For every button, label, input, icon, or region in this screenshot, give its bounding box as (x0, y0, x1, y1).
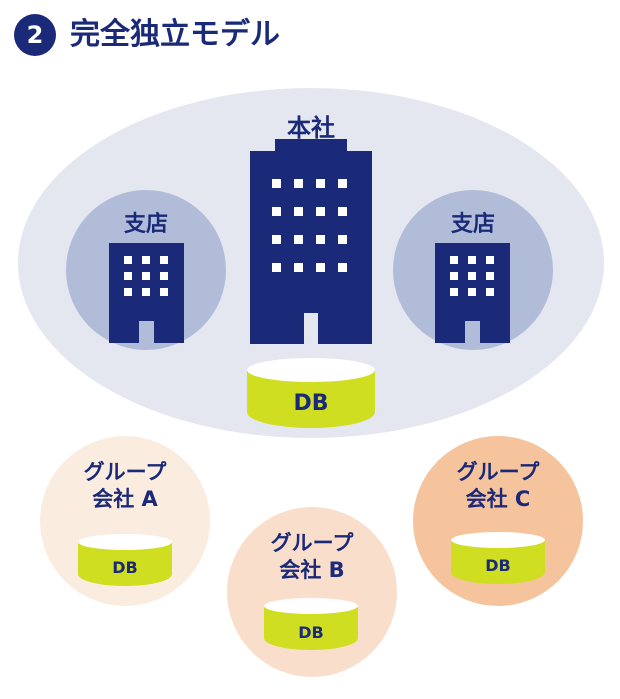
headquarters-db-label: DB (293, 391, 329, 416)
group-company-b-label: グループ 会社 B (227, 530, 397, 584)
group-company-b-database-icon (264, 598, 358, 650)
group-company-b-db-label: DB (298, 623, 324, 642)
group-company-a-database-icon (78, 534, 172, 586)
branch-right-building-icon (435, 243, 510, 343)
model-number-badge: 2 (14, 14, 56, 56)
group-company-c-database-icon (451, 532, 545, 584)
group-company-a-line2: 会社 A (92, 487, 158, 511)
group-company-c-line1: グループ (456, 460, 540, 484)
branch-right-label: 支店 (450, 212, 495, 237)
headquarters-label: 本社 (287, 114, 335, 142)
headquarters-building-icon (250, 139, 372, 344)
page-title: 完全独立モデル (70, 17, 280, 52)
group-company-b-line1: グループ (270, 531, 354, 555)
group-company-a-line1: グループ (83, 460, 167, 484)
branch-left-building-icon (109, 243, 184, 343)
group-company-c-line2: 会社 C (465, 487, 531, 511)
group-company-a-db-label: DB (112, 558, 138, 577)
group-company-a-label: グループ 会社 A (40, 459, 210, 513)
headquarters-database-icon (247, 358, 375, 428)
group-company-c-label: グループ 会社 C (413, 459, 583, 513)
group-company-b-line2: 会社 B (279, 558, 345, 582)
branch-left-label: 支店 (123, 212, 168, 237)
group-company-c-db-label: DB (485, 556, 511, 575)
